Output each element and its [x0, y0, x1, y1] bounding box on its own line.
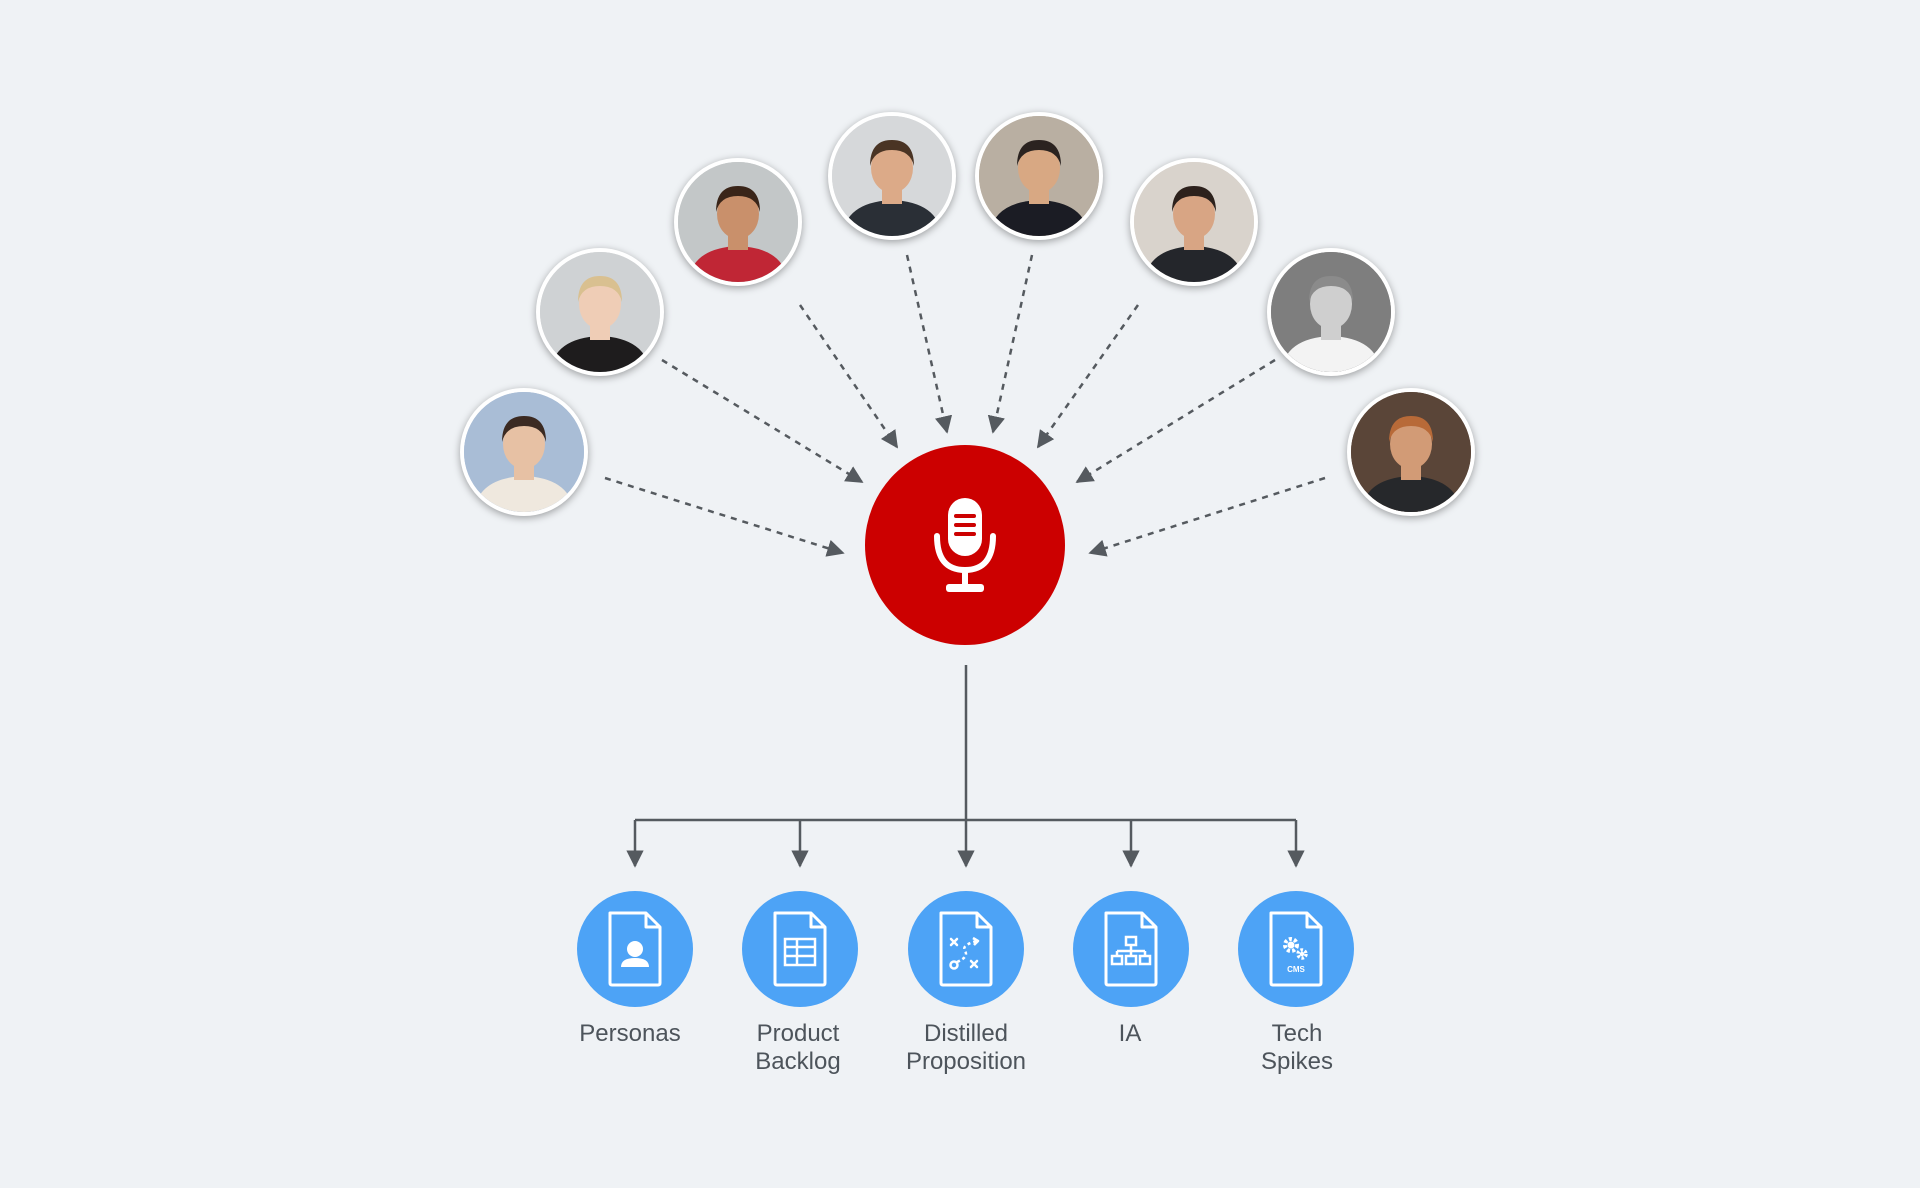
- label-tech-spikes: Tech Spikes: [1260, 1020, 1334, 1075]
- arrow-person-8: [1088, 476, 1326, 557]
- portrait-ellipse: [717, 189, 759, 239]
- portrait-photo: [678, 162, 798, 282]
- portrait-path: [1309, 276, 1353, 302]
- portrait-photo: [979, 116, 1099, 236]
- portrait-path: [716, 186, 760, 212]
- deliverable-personas: [577, 891, 693, 1007]
- portrait-path: [688, 246, 788, 282]
- strategy-document-icon: [939, 911, 993, 987]
- portrait-ellipse: [579, 279, 621, 329]
- label-distilled-proposition: Distilled Proposition: [905, 1020, 1027, 1075]
- spreadsheet-document-icon: [773, 911, 827, 987]
- portrait-path: [1172, 186, 1216, 212]
- deliverable-distilled-proposition: [908, 891, 1024, 1007]
- portrait-path: [1361, 476, 1461, 512]
- gear-icon: [1283, 937, 1308, 960]
- portrait-photo: [464, 392, 584, 512]
- persona-document-icon: [608, 911, 662, 987]
- portrait-photo: [1351, 392, 1471, 512]
- arrow-person-7: [1075, 358, 1276, 484]
- portrait-path: [578, 276, 622, 302]
- portrait-ellipse: [1310, 279, 1352, 329]
- stakeholder-avatar-3: [674, 158, 802, 286]
- deliverable-tech-spikes: CMS: [1238, 891, 1354, 1007]
- stakeholder-avatar-7: [1267, 248, 1395, 376]
- stakeholder-avatar-5: [975, 112, 1103, 240]
- deliverable-product-backlog: [742, 891, 858, 1007]
- portrait-path: [502, 416, 546, 442]
- cms-badge: CMS: [1287, 965, 1305, 974]
- deliverable-ia: [1073, 891, 1189, 1007]
- label-ia: IA: [1118, 1020, 1142, 1047]
- portrait-path: [870, 140, 914, 166]
- arrow-person-3: [798, 304, 899, 449]
- arrow-person-2: [661, 358, 864, 484]
- portrait-path: [1017, 140, 1061, 166]
- arrow-person-1: [604, 476, 845, 557]
- portrait-path: [989, 200, 1089, 236]
- sitemap-document-icon: [1104, 911, 1158, 987]
- cms-document-icon: CMS: [1269, 911, 1323, 987]
- portrait-ellipse: [1173, 189, 1215, 239]
- portrait-ellipse: [871, 143, 913, 193]
- portrait-path: [1281, 336, 1381, 372]
- arrow-person-6: [1036, 304, 1140, 449]
- portrait-ellipse: [503, 419, 545, 469]
- portrait-path: [550, 336, 650, 372]
- portrait-ellipse: [1018, 143, 1060, 193]
- portrait-photo: [540, 252, 660, 372]
- arrow-person-4: [905, 254, 953, 434]
- label-personas: Personas: [579, 1020, 681, 1047]
- arrow-person-5: [987, 254, 1034, 434]
- interview-hub: [865, 445, 1065, 645]
- stakeholder-avatar-8: [1347, 388, 1475, 516]
- portrait-photo: [832, 116, 952, 236]
- microphone-icon: [934, 498, 996, 592]
- stakeholder-avatar-6: [1130, 158, 1258, 286]
- portrait-path: [1144, 246, 1244, 282]
- portrait-path: [1389, 416, 1433, 442]
- stakeholder-avatar-2: [536, 248, 664, 376]
- portrait-path: [842, 200, 942, 236]
- portrait-ellipse: [1390, 419, 1432, 469]
- label-product-backlog: Product Backlog: [755, 1020, 841, 1075]
- portrait-photo: [1134, 162, 1254, 282]
- portrait-path: [474, 476, 574, 512]
- stakeholder-avatar-1: [460, 388, 588, 516]
- stakeholder-avatar-4: [828, 112, 956, 240]
- portrait-photo: [1271, 252, 1391, 372]
